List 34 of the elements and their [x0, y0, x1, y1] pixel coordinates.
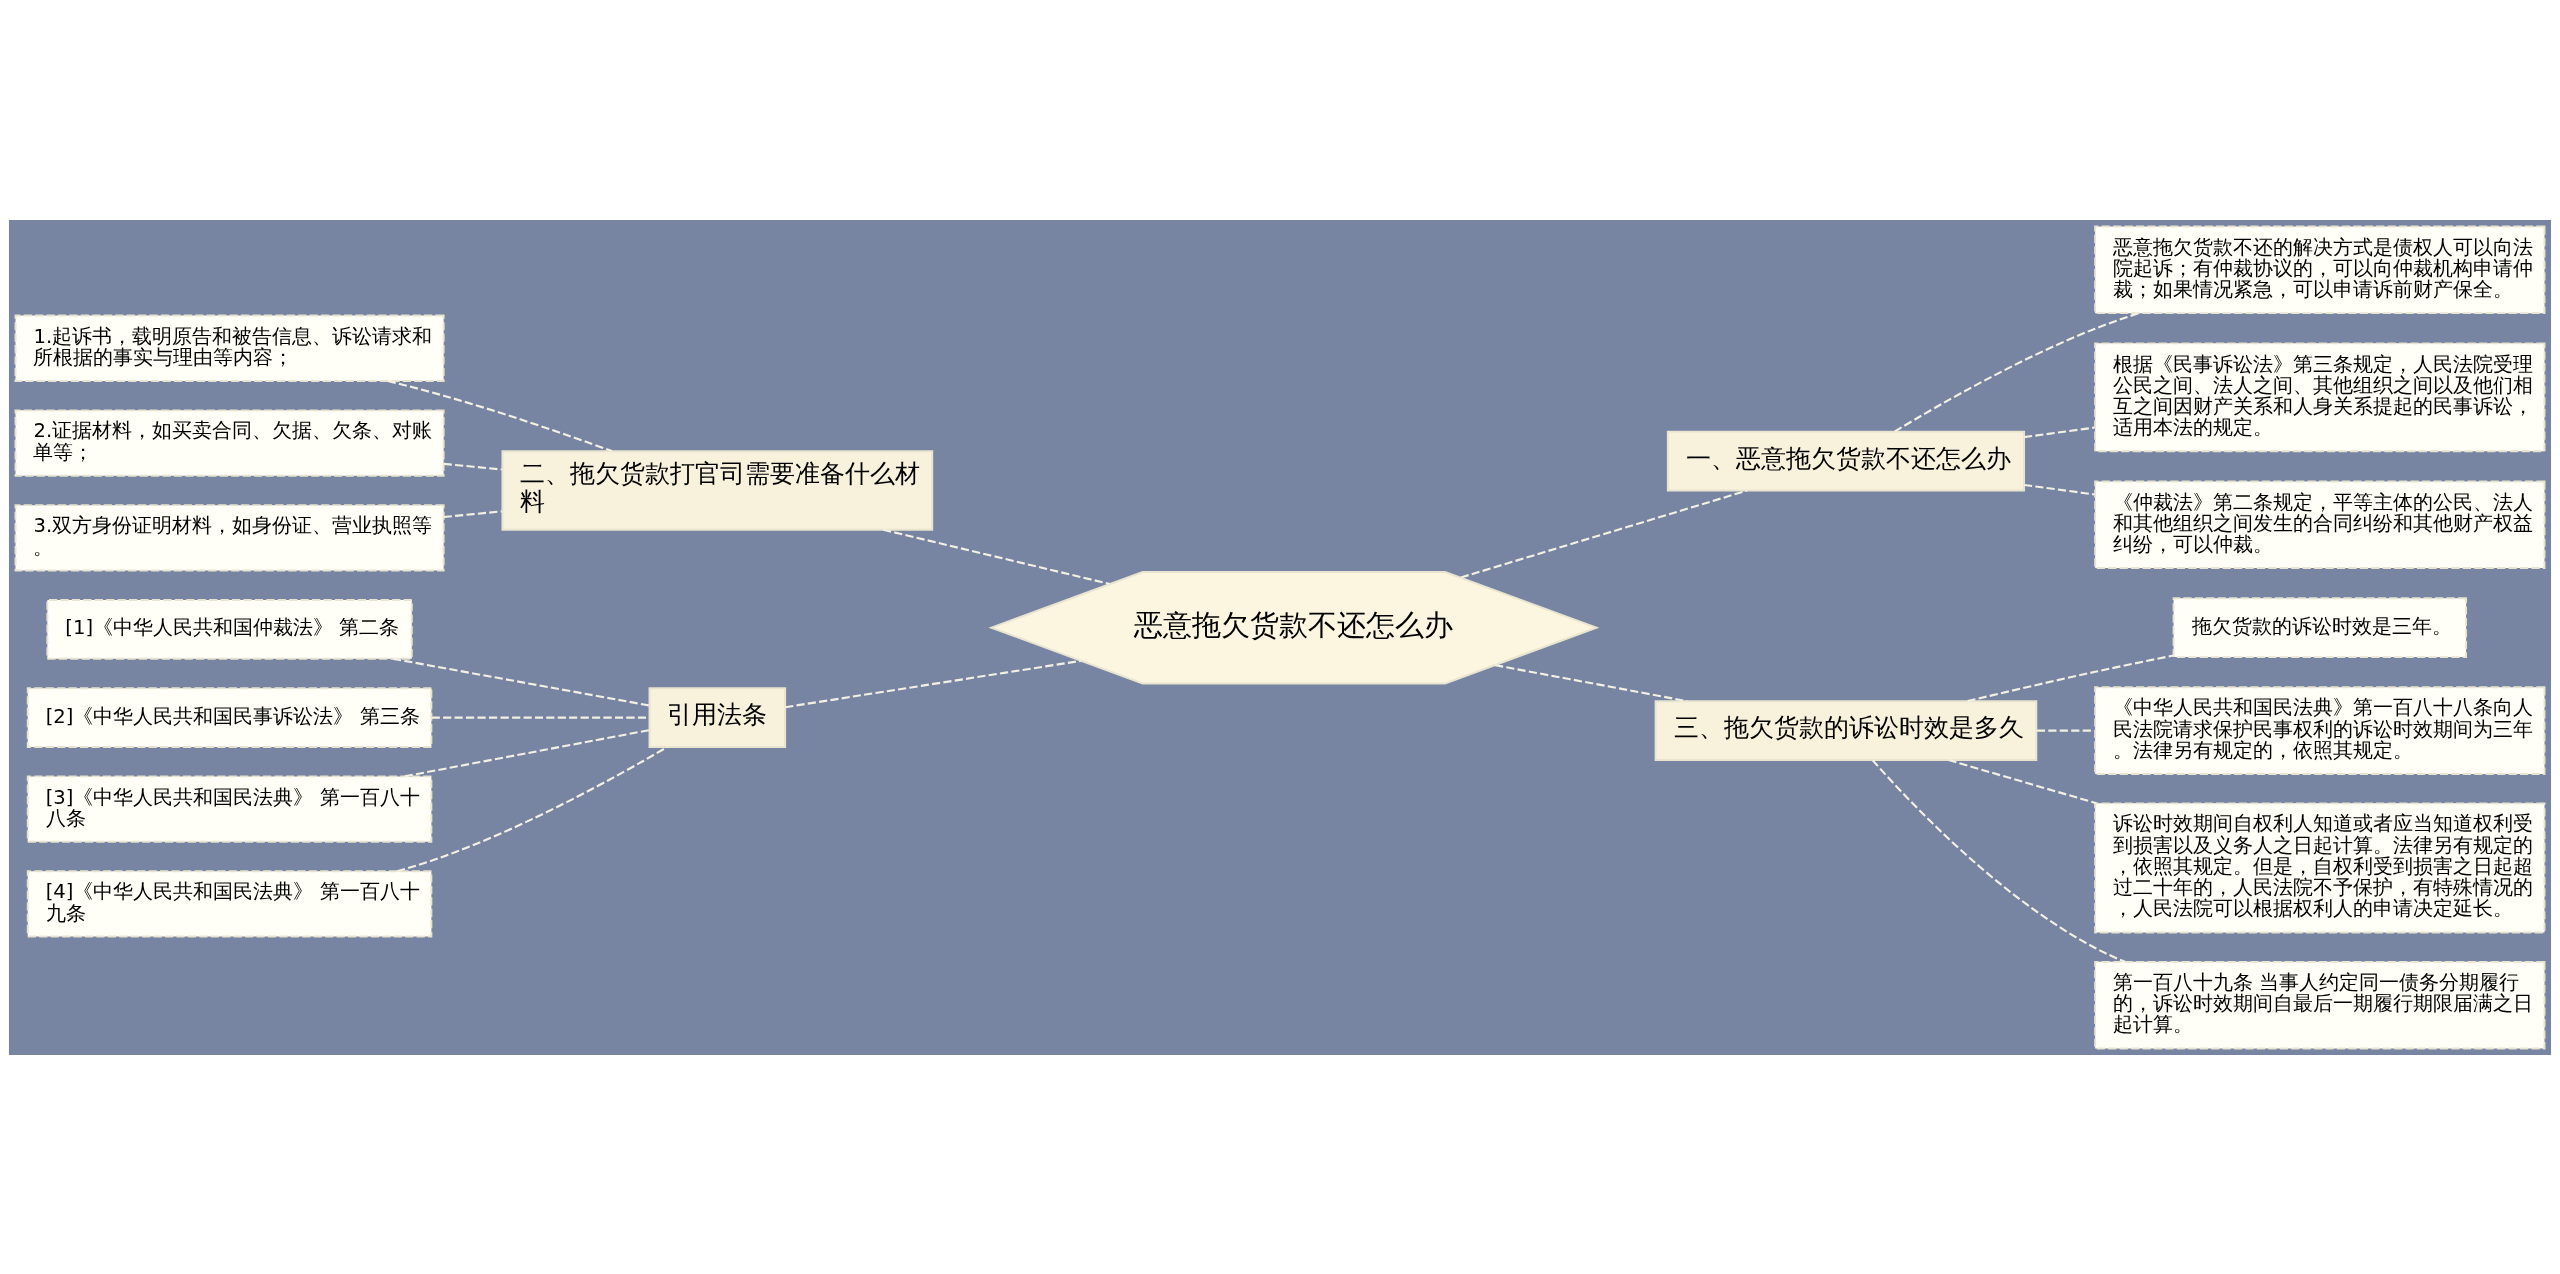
connector [431, 716, 649, 719]
node-box: 1.起诉书，载明原告和被告信息、诉讼请求和所根据的事实与理由等内容； [14, 314, 445, 382]
node-box: 诉讼时效期间自权利人知道或者应当知道权利受到损害以及义务人之日起计算。法律另有规定的，依照其规定。但是，自权利受到损害之日起超过二十年的，人民法院不予保护，有特殊情况的，人民法院可以根据权利人的申请决定延长。 [2094, 801, 2546, 933]
connector [404, 728, 650, 777]
connector [2024, 483, 2095, 495]
node-box: 3.双方身份证明材料，如身份证、营业执照等。 [14, 503, 445, 571]
connector [393, 657, 650, 706]
node-box: 恶意拖欠货款不还的解决方式是债权人可以向法院起诉；有仲裁协议的，可以向仲裁机构申请仲裁；如果情况紧急，可以申请诉前财产保全。 [2094, 225, 2546, 314]
node-box: 《中华人民共和国民法典》第一百八十八条向人民法院请求保护民事权利的诉讼时效期间为三年。法律另有规定的，依照其规定。 [2094, 685, 2546, 775]
connector [785, 659, 1081, 708]
node-box: [1]《中华人民共和国仲裁法》 第二条 [46, 598, 413, 660]
node-box: 拖欠货款的诉讼时效是三年。 [2172, 596, 2468, 658]
node-box: 一、恶意拖欠货款不还怎么办 [1666, 430, 2026, 491]
connector [1967, 653, 2174, 702]
node-box: 根据《民事诉讼法》第三条规定，人民法院受理公民之间、法人之间、其他组织之间以及他们相互之间因财产关系和人身关系提起的民事诉讼，适用本法的规定。 [2094, 341, 2546, 452]
connector [1894, 311, 2139, 432]
node-box: [2]《中华人民共和国民事诉讼法》 第三条 [26, 686, 433, 748]
node-box: 三、拖欠货款的诉讼时效是多久 [1654, 699, 2038, 761]
connector [396, 745, 668, 872]
node-box: 二、拖欠货款打官司需要准备什么材料 [501, 449, 934, 531]
connector [443, 462, 503, 471]
connector [443, 509, 503, 518]
connector [1495, 663, 1688, 702]
connector [1948, 758, 2097, 804]
connector [1871, 758, 2126, 963]
node-box: 2.证据材料，如买卖合同、欠据、欠条、对账单等； [14, 408, 445, 477]
node-box: 第一百八十九条 当事人约定同一债务分期履行的，诉讼时效期间自最后一期履行期限届满之日起计算。 [2094, 960, 2546, 1049]
connector [1460, 489, 1748, 578]
node-box: 引用法条 [648, 686, 787, 748]
connector [883, 528, 1111, 585]
node-box: [3]《中华人民共和国民法典》 第一百八十八条 [26, 774, 433, 843]
connector [2024, 426, 2095, 438]
node-box: [4]《中华人民共和国民法典》 第一百八十九条 [26, 869, 433, 937]
node-box: 《仲裁法》第二条规定，平等主体的公民、法人和其他组织之间发生的合同纠纷和其他财产权益纠纷，可以仲裁。 [2094, 479, 2546, 569]
